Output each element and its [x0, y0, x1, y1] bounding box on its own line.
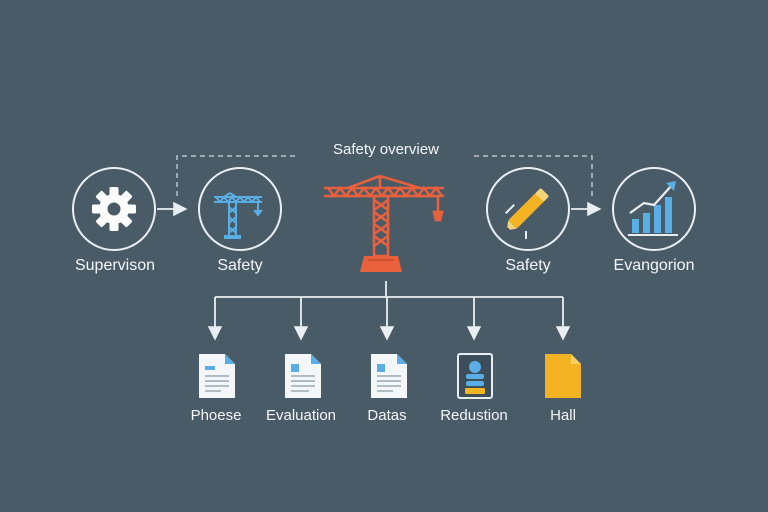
evangorion-label: Evangorion [613, 257, 695, 274]
crane-icon [214, 192, 263, 239]
document-item-5 [543, 352, 583, 400]
document-item-4 [455, 352, 495, 400]
document-icon [371, 354, 407, 398]
evangorion-node [612, 167, 696, 251]
tower-crane-icon [324, 174, 444, 272]
supervision-label: Supervison [74, 257, 156, 274]
pencil-icon [505, 188, 549, 239]
bar-chart-icon [628, 181, 678, 236]
supervision-node [72, 167, 156, 251]
safety-node-crane [198, 167, 282, 251]
document-label-5: Hall [550, 407, 576, 424]
document-item-3 [369, 352, 409, 400]
document-item-2 [283, 352, 323, 400]
document-label-2: Evaluation [265, 407, 337, 424]
document-icon [285, 354, 321, 398]
safety-label-1: Safety [217, 257, 263, 274]
document-label-4: Redustion [440, 407, 508, 424]
document-label-1: Phoese [190, 407, 242, 424]
id-card-icon [457, 353, 493, 399]
safety-node-pencil [486, 167, 570, 251]
document-item-1 [197, 352, 237, 400]
safety-label-2: Safety [505, 257, 551, 274]
diagram-title: Safety overview [333, 141, 439, 158]
gear-icon [92, 187, 136, 231]
document-label-3: Datas [367, 407, 407, 424]
document-icon [199, 354, 235, 398]
folder-icon [545, 354, 581, 398]
